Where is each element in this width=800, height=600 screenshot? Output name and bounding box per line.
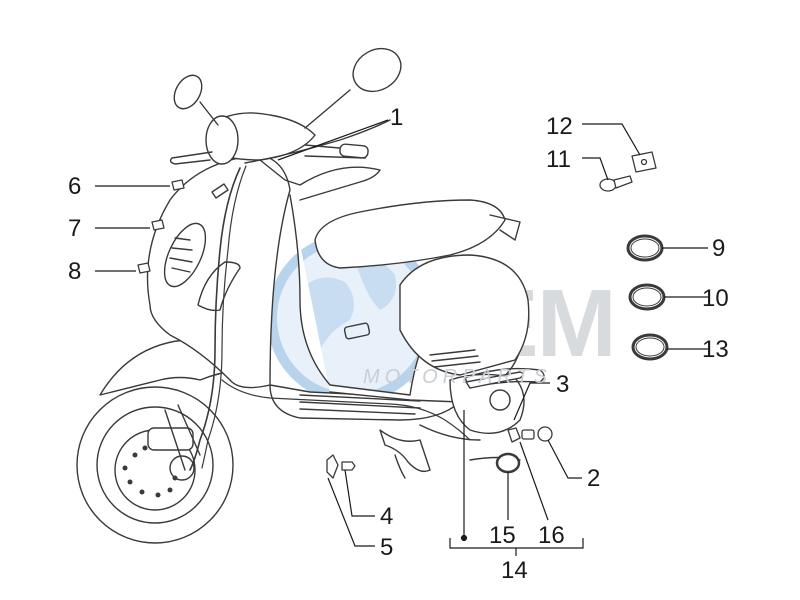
- clamp-part-13: [631, 333, 669, 361]
- engine-case: [449, 373, 525, 434]
- side-badge: [343, 322, 371, 340]
- seat: [314, 199, 506, 269]
- callout-1: 1: [390, 104, 404, 131]
- lower-frame: [379, 429, 431, 479]
- callout-11: 11: [546, 146, 571, 173]
- screw-shank-part-11: [613, 175, 633, 189]
- headlight: [205, 115, 239, 165]
- callout-16: 16: [538, 522, 565, 549]
- clamp-part-10: [628, 283, 666, 311]
- scooter-illustration: [76, 47, 545, 544]
- clip-part-6: [171, 179, 185, 191]
- rear-rack: [489, 214, 521, 241]
- leader-3: [513, 382, 550, 421]
- cap-part-2: [537, 426, 553, 442]
- leader-12: [582, 123, 641, 156]
- front-fork: [164, 404, 201, 471]
- callout-6: 6: [68, 173, 82, 200]
- floor-ribs: [299, 394, 421, 415]
- leader-lines: [95, 119, 708, 556]
- callout-9: 9: [712, 235, 726, 262]
- mirror-right-stem: [304, 89, 351, 129]
- callout-15: 15: [489, 522, 516, 549]
- brake-cable: [221, 379, 471, 441]
- clip-part-7: [151, 219, 165, 231]
- callout-8: 8: [68, 258, 82, 285]
- screw-part-4: [341, 461, 356, 471]
- clamp-part-9: [626, 234, 664, 262]
- callout-14: 14: [501, 557, 528, 584]
- callout-4: 4: [380, 503, 394, 530]
- nut-hole: [640, 158, 648, 166]
- callout-2: 2: [587, 465, 601, 492]
- rear-cowl: [399, 254, 530, 376]
- mirror-right: [352, 47, 402, 93]
- callout-12: 12: [546, 113, 573, 140]
- callout-7: 7: [68, 215, 82, 242]
- clip-part-8: [137, 262, 151, 274]
- leader-4: [344, 469, 375, 517]
- fitting-part-16: [507, 427, 521, 443]
- leader-16: [519, 441, 549, 521]
- callout-3: 3: [556, 371, 570, 398]
- horn-grille-slats: [169, 237, 193, 273]
- side-vents: [429, 349, 481, 368]
- brake-caliper: [147, 427, 194, 451]
- cable-harness: [189, 167, 241, 471]
- rear-brake-lever: [465, 371, 524, 389]
- watermark-continent-shape-2: [355, 259, 396, 310]
- callout-10: 10: [702, 285, 729, 312]
- bracket-part-5: [326, 454, 339, 479]
- ring-part-15: [495, 452, 521, 474]
- leader-5: [327, 477, 375, 547]
- mirror-left-stem: [199, 101, 219, 126]
- rear-hub: [489, 389, 511, 411]
- callout-13: 13: [702, 336, 729, 363]
- small-parts: [137, 151, 669, 479]
- watermark-tagline: MOTORPARTS: [363, 366, 552, 388]
- leader-14-dot: [460, 534, 468, 542]
- leader-2: [547, 439, 582, 479]
- mirror-left: [173, 74, 203, 110]
- right-grip: [339, 143, 369, 159]
- front-hub: [169, 455, 195, 481]
- sleeve: [521, 429, 535, 440]
- throttle-cable: [244, 119, 391, 164]
- leader-1: [277, 119, 389, 161]
- callout-5: 5: [380, 534, 394, 561]
- horn-grille: [163, 222, 207, 288]
- steering-column: [259, 159, 381, 201]
- front-wheel: [76, 386, 234, 544]
- handlebar-left: [169, 151, 213, 165]
- front-badge: [211, 183, 229, 199]
- leader-11: [582, 157, 609, 181]
- front-wheel-rim: [96, 406, 214, 524]
- glovebox-panel: [197, 261, 241, 312]
- cable-harness-2: [201, 165, 247, 469]
